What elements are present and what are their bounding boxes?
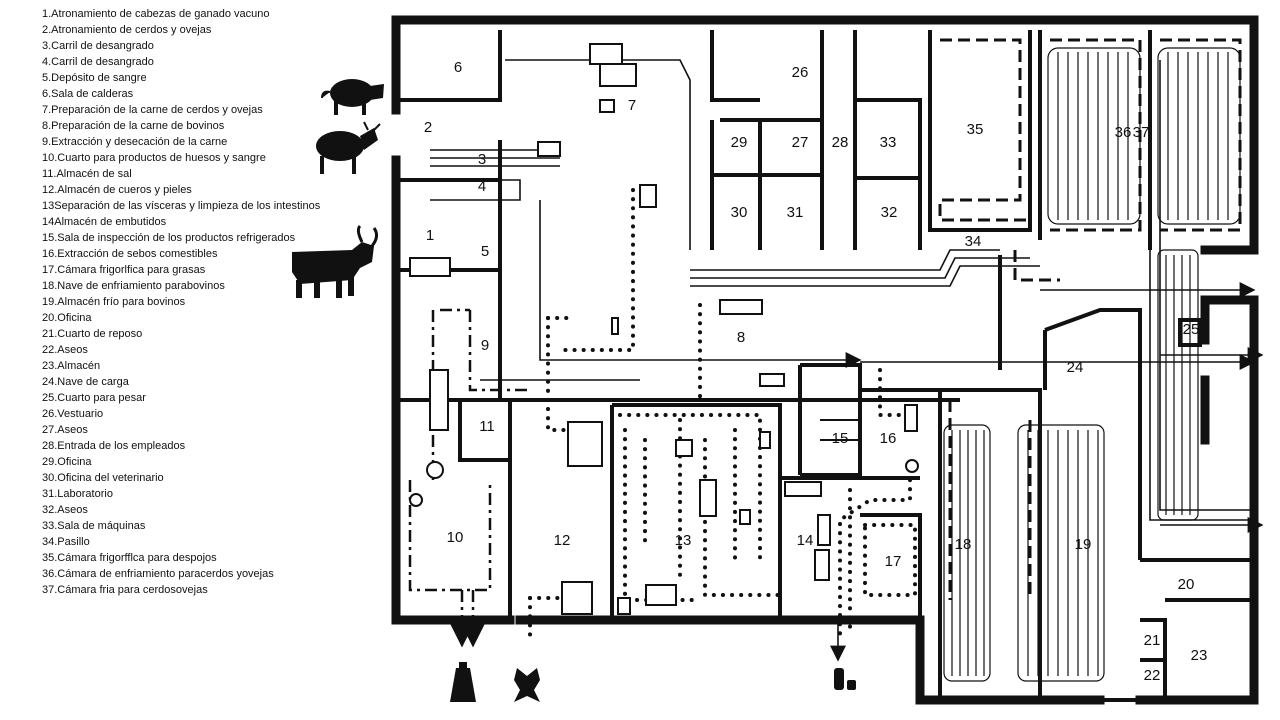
- pig-silhouette-icon: [321, 79, 384, 115]
- legend-item: 8.Preparación de la carne de bovinos: [42, 120, 225, 132]
- legend-item: 3.Carril de desangrado: [42, 40, 154, 52]
- legend-item: 28.Entrada de los empleados: [42, 440, 186, 452]
- room-number-26: 26: [792, 64, 809, 81]
- room-number-15: 15: [832, 430, 849, 447]
- legend-item: 37.Cámara fria para cerdosovejas: [42, 584, 208, 596]
- barrels-icon: [834, 668, 856, 690]
- legend-item: 36.Cámara de enfriamiento paracerdos yov…: [42, 568, 274, 580]
- room-number-13: 13: [675, 532, 692, 549]
- legend-item: 11.Almacén de sal: [42, 168, 132, 180]
- room-number-6: 6: [454, 59, 462, 76]
- room-number-14: 14: [797, 532, 814, 549]
- room-number-18: 18: [955, 536, 972, 553]
- room-number-22: 22: [1144, 667, 1161, 684]
- conveyor-rails: [430, 59, 1264, 533]
- legend-item: 15.Sala de inspección de los productos r…: [42, 232, 296, 244]
- legend-item: 2.Atronamiento de cerdos y ovejas: [42, 24, 212, 36]
- room-number-1: 1: [426, 227, 434, 244]
- room-number-8: 8: [737, 329, 745, 346]
- legend-item: 9.Extracción y desecación de la carne: [42, 136, 228, 148]
- legend-item: 16.Extracción de sebos comestibles: [42, 248, 218, 260]
- legend-item: 20.Oficina: [42, 312, 92, 324]
- room-number-23: 23: [1191, 647, 1208, 664]
- legend-item: 27.Aseos: [42, 424, 88, 436]
- legend-item: 4.Carril de desangrado: [42, 56, 154, 68]
- room-number-11: 11: [479, 418, 495, 435]
- room-number-17: 17: [885, 553, 902, 570]
- equipment: [409, 43, 919, 615]
- cattle-silhouette-icon: [292, 224, 379, 298]
- legend-list: 1.Atronamiento de cabezas de ganado vacu…: [42, 6, 372, 598]
- room-number-5: 5: [481, 243, 489, 260]
- legend-item: 26.Vestuario: [42, 408, 104, 420]
- legend-item: 21.Cuarto de reposo: [42, 328, 143, 340]
- dotted-tracks: [528, 188, 917, 642]
- sack-icon: [450, 662, 476, 702]
- legend-item: 13Separación de las vísceras y limpieza …: [42, 200, 321, 212]
- legend-item: 23.Almacén: [42, 360, 101, 372]
- room-number-7: 7: [628, 97, 636, 114]
- room-number-2: 2: [424, 119, 432, 136]
- room-number-9: 9: [481, 337, 489, 354]
- legend-item: 12.Almacén de cueros y pieles: [42, 184, 192, 196]
- room-number-25: 25: [1183, 321, 1200, 338]
- hide-icon: [514, 668, 540, 702]
- room-number-3: 3: [478, 151, 486, 168]
- room-number-34: 34: [965, 233, 982, 250]
- legend-item: 17.Cámara frigorlfica para grasas: [42, 264, 206, 276]
- room-number-32: 32: [881, 204, 898, 221]
- room-number-31: 31: [787, 204, 804, 221]
- room-number-10: 10: [447, 529, 464, 546]
- sheep-silhouette-icon: [316, 121, 381, 174]
- room-number-36: 36: [1115, 124, 1132, 141]
- legend-item: 19.Almacén frío para bovinos: [42, 296, 186, 308]
- overhead-rails: [938, 38, 1242, 600]
- room-number-28: 28: [832, 134, 849, 151]
- legend-item: 22.Aseos: [42, 344, 88, 356]
- legend-item: 25.Cuarto para pesar: [42, 392, 146, 404]
- legend-item: 5.Depósito de sangre: [42, 72, 147, 84]
- cooling-coils: [943, 47, 1241, 682]
- legend-item: 34.Pasillo: [42, 536, 90, 548]
- legend-item: 18.Nave de enfriamiento parabovinos: [42, 280, 225, 292]
- legend-item: 24.Nave de carga: [42, 376, 129, 388]
- legend-item: 29.Oficina: [42, 456, 92, 468]
- room-number-12: 12: [554, 532, 571, 549]
- room-number-21: 21: [1144, 632, 1161, 649]
- room-number-33: 33: [880, 134, 897, 151]
- room-number-27: 27: [792, 134, 809, 151]
- room-number-24: 24: [1067, 359, 1084, 376]
- legend-item: 14Almacén de embutidos: [42, 216, 167, 228]
- room-number-30: 30: [731, 204, 748, 221]
- room-number-35: 35: [967, 121, 984, 138]
- legend-item: 30.Oficina del veterinario: [42, 472, 164, 484]
- outer-walls: [391, 15, 1259, 705]
- room-number-19: 19: [1075, 536, 1092, 553]
- room-number-20: 20: [1178, 576, 1195, 593]
- legend-item: 6.Sala de calderas: [42, 88, 134, 100]
- room-number-37: 37: [1133, 124, 1150, 141]
- legend-item: 35.Cámara frigorfflca para despojos: [42, 552, 217, 564]
- legend-item: 7.Preparación de la carne de cerdos y ov…: [42, 104, 263, 116]
- legend-item: 1.Atronamiento de cabezas de ganado vacu…: [42, 8, 270, 20]
- legend-item: 10.Cuarto para productos de huesos y san…: [42, 152, 266, 164]
- legend-item: 33.Sala de máquinas: [42, 520, 146, 532]
- room-number-16: 16: [880, 430, 897, 447]
- legend-item: 32.Aseos: [42, 504, 88, 516]
- room-number-29: 29: [731, 134, 748, 151]
- room-number-4: 4: [478, 178, 486, 195]
- legend-item: 31.Laboratorio: [42, 488, 113, 500]
- interior-walls: [400, 30, 1259, 700]
